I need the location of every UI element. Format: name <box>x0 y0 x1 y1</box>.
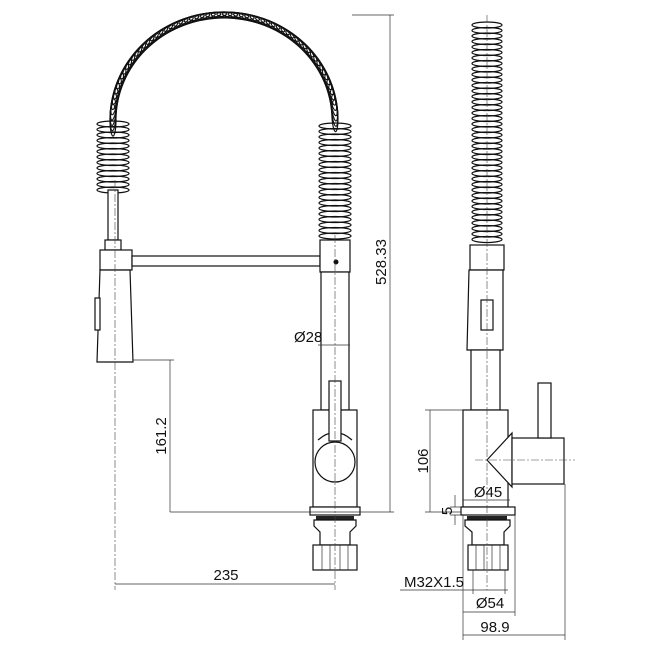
side-view: 106 5 Ø45 M32X1.5 Ø54 98.9 <box>400 15 575 640</box>
spray-head-top <box>99 249 133 271</box>
collar-screw <box>333 259 339 265</box>
side-knurled-nut <box>467 544 509 571</box>
coil-loop <box>331 99 339 133</box>
side-mount-nut <box>464 519 511 546</box>
side-base-plate <box>460 506 516 516</box>
dim-side-depth: 98.9 <box>480 619 509 636</box>
coil-loop <box>254 16 286 33</box>
dim-thread: M32X1.5 <box>404 574 464 591</box>
spring-coil-front <box>96 11 352 240</box>
dim-body-height: 106 <box>415 448 432 473</box>
dim-total-height: 528.33 <box>373 239 390 285</box>
dim-base-thickness: 5 <box>439 507 456 515</box>
dim-spout-height: 161.2 <box>153 417 170 455</box>
front-view: 528.33 161.2 235 Ø28 <box>94 11 394 590</box>
dim-body-diameter: Ø45 <box>474 484 502 501</box>
hose-tube <box>107 189 119 241</box>
dim-reach: 235 <box>213 567 238 584</box>
side-handle-lever <box>537 382 552 439</box>
horizontal-arm <box>131 255 321 267</box>
coil-loop <box>96 120 130 128</box>
side-column <box>470 349 501 411</box>
hose-collar <box>104 239 122 251</box>
spray-button <box>94 297 101 331</box>
dim-column-diameter: Ø28 <box>294 329 322 346</box>
dim-base-diameter: Ø54 <box>476 595 504 612</box>
side-handle-cylinder <box>511 437 565 485</box>
